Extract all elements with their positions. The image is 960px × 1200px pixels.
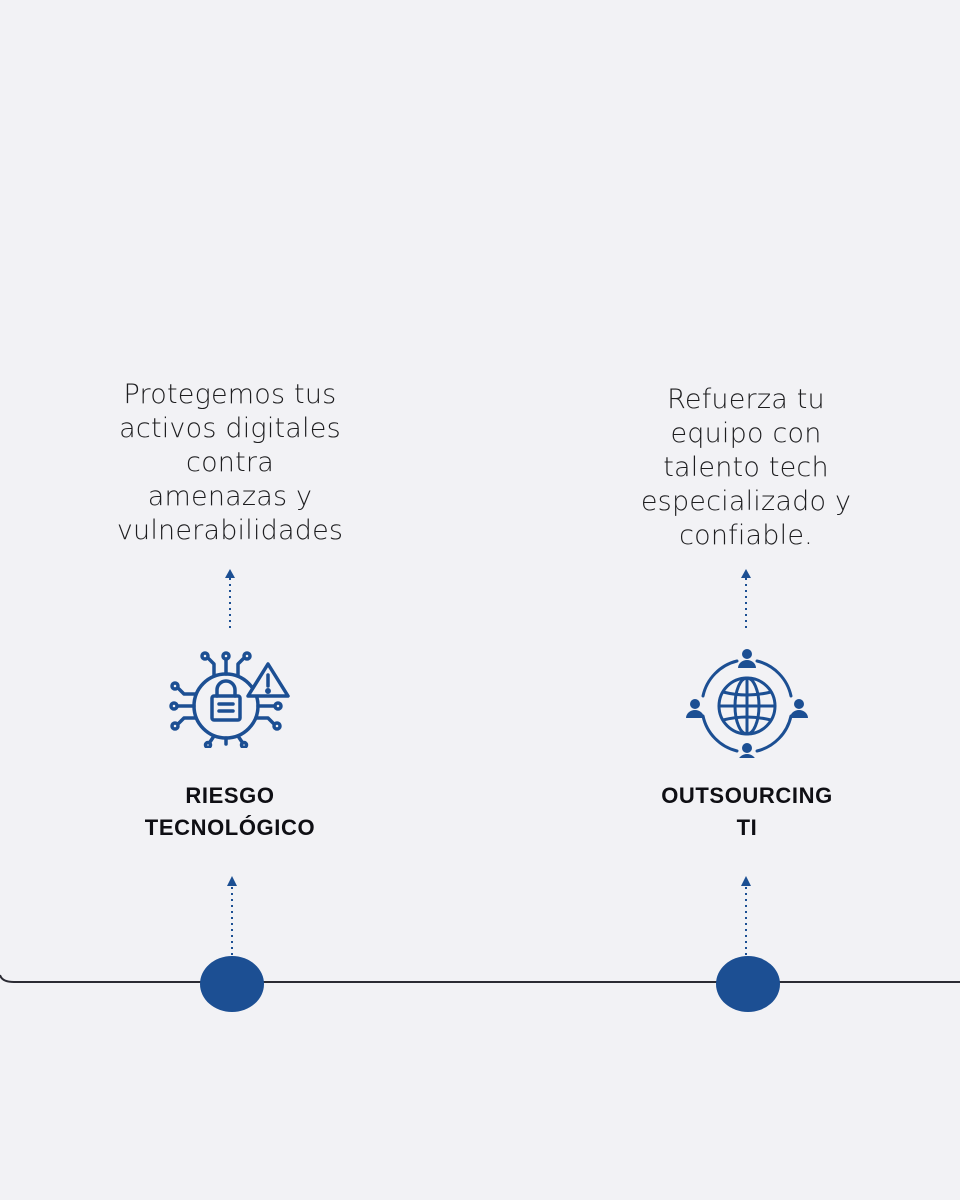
globe-people-icon: [683, 648, 813, 762]
timeline-dot-2: [716, 956, 780, 1012]
timeline-dot-1: [200, 956, 264, 1012]
item-1-label-line: RIESGO: [185, 783, 275, 808]
item-2-description: Refuerza tu equipo con talento tech espe…: [596, 383, 896, 553]
item-1-description-line: activos digitales: [119, 413, 341, 444]
item-1-description-line: amenazas y: [147, 481, 313, 512]
item-1-description-line: contra: [186, 447, 274, 478]
lock-circuit-warning-icon: [164, 648, 294, 750]
item-2-label: OUTSOURCING TI: [617, 780, 877, 844]
item-1-description-line: vulnerabilidades: [116, 515, 344, 546]
item-2-description-line: talento tech: [663, 452, 829, 483]
item-2-description-line: confiable.: [679, 520, 813, 551]
item-1-label: RIESGO TECNOLÓGICO: [100, 780, 360, 844]
arrowhead-1-upper: [225, 569, 235, 578]
item-1-description: Protegemos tus activos digitales contra …: [80, 378, 380, 548]
item-1-description-line: Protegemos tus: [123, 379, 337, 410]
arrowhead-2-upper: [741, 569, 751, 578]
arrowhead-1-lower: [227, 876, 237, 886]
arrowhead-2-lower: [741, 876, 751, 886]
timeline-line: [0, 974, 960, 983]
item-2-description-line: especializado y: [640, 486, 852, 517]
item-2-label-line: TI: [736, 815, 758, 840]
item-2-description-line: Refuerza tu: [667, 384, 825, 415]
item-2-description-line: equipo con: [670, 418, 822, 449]
item-1-label-line: TECNOLÓGICO: [144, 815, 316, 840]
item-2-label-line: OUTSOURCING: [661, 783, 833, 808]
